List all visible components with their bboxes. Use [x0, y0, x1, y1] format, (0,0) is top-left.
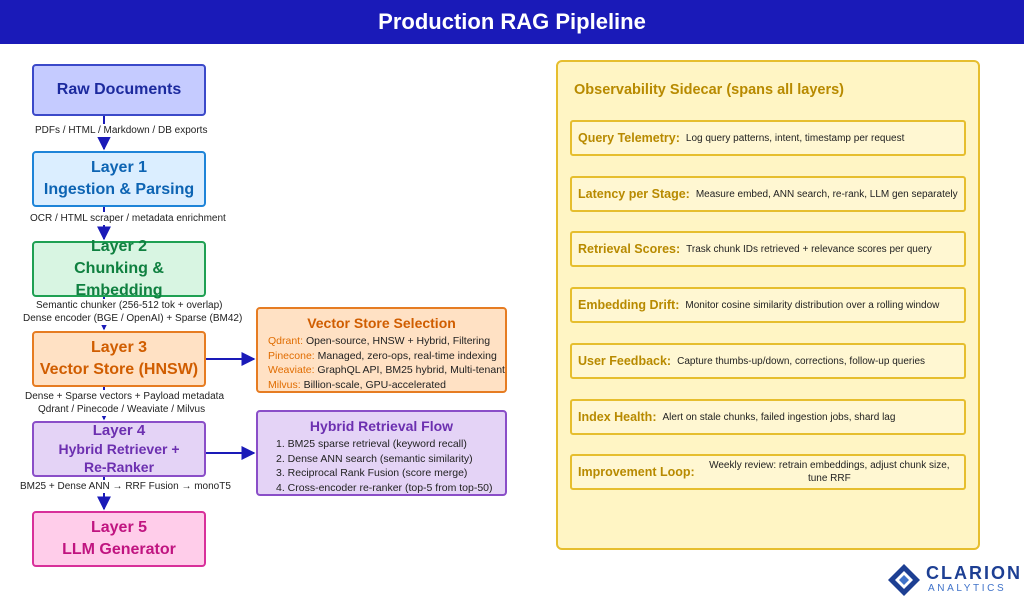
- note-raw-to-l1: PDFs / HTML / Markdown / DB exports: [35, 124, 208, 137]
- note-l4-to-l5: BM25 + Dense ANN → RRF Fusion → monoT5: [20, 480, 231, 493]
- layer-3-number: Layer 3: [90, 339, 148, 356]
- clarion-logo: CLARION ANALYTICS: [886, 562, 1022, 598]
- logo-diamond-icon: [888, 564, 920, 596]
- obs-item-index-health: Index Health:Alert on stale chunks, fail…: [570, 399, 966, 435]
- note-l3-to-l4-a: Dense + Sparse vectors + Payload metadat…: [25, 390, 225, 403]
- obs-item-latency: Latency per Stage:Measure embed, ANN sea…: [570, 176, 966, 212]
- layer-1-box: Layer 1 Ingestion & Parsing: [32, 151, 206, 207]
- layer-4-name-cont: Re-Ranker: [83, 459, 155, 475]
- vector-store-panel: Vector Store Selection Qdrant: Open-sour…: [256, 307, 507, 393]
- layer-1-name: Ingestion & Parsing: [43, 181, 195, 198]
- note-l2-to-l3-b: Dense encoder (BGE / OpenAI) + Sparse (B…: [23, 312, 243, 325]
- hybrid-step: 3. Reciprocal Rank Fusion (score merge): [276, 467, 468, 479]
- obs-item-query-telemetry: Query Telemetry:Log query patterns, inte…: [570, 120, 966, 156]
- vector-store-row: Pinecone: Managed, zero-ops, real-time i…: [268, 349, 497, 362]
- layer-2-box: Layer 2 Chunking & Embedding: [32, 238, 206, 299]
- observability-title: Observability Sidecar (spans all layers): [574, 82, 844, 98]
- hybrid-step: 1. BM25 sparse retrieval (keyword recall…: [276, 438, 467, 450]
- page-title: Production RAG Pipleline: [0, 0, 1024, 44]
- layer-4-number: Layer 4: [92, 422, 146, 439]
- note-l1-to-l2: OCR / HTML scraper / metadata enrichment: [30, 212, 226, 225]
- layer-3-box: Layer 3 Vector Store (HNSW): [32, 331, 206, 387]
- hybrid-retrieval-title: Hybrid Retrieval Flow: [309, 418, 454, 434]
- observability-panel: Observability Sidecar (spans all layers)…: [556, 60, 980, 550]
- layer-2-name: Chunking & Embedding: [74, 260, 164, 299]
- note-l3-to-l4-b: Qdrant / Pinecode / Weaviate / Milvus: [38, 403, 206, 416]
- vector-store-row: Milvus: Billion-scale, GPU-accelerated: [268, 378, 446, 391]
- layer-5-name: LLM Generator: [62, 541, 176, 558]
- note-l2-to-l3-a: Semantic chunker (256-512 tok + overlap): [36, 299, 223, 312]
- obs-item-embedding-drift: Embedding Drift:Monitor cosine similarit…: [570, 287, 966, 323]
- layer-1-number: Layer 1: [90, 159, 148, 176]
- layer-2-number: Layer 2: [90, 238, 148, 255]
- obs-item-retrieval-scores: Retrieval Scores:Trask chunk IDs retriev…: [570, 231, 966, 267]
- layer-3-name: Vector Store (HNSW): [39, 361, 199, 378]
- vector-store-title: Vector Store Selection: [307, 315, 456, 331]
- hybrid-step: 4. Cross-encoder re-ranker (top-5 from t…: [276, 481, 493, 494]
- layer-4-box: Layer 4 Hybrid Retriever + Re-Ranker: [32, 421, 206, 477]
- hybrid-retrieval-panel: Hybrid Retrieval Flow 1. BM25 sparse ret…: [256, 410, 507, 496]
- layer-4-name: Hybrid Retriever +: [58, 441, 180, 457]
- logo-name: CLARION: [926, 563, 1022, 583]
- hybrid-step: 2. Dense ANN search (semantic similarity…: [276, 452, 473, 465]
- raw-documents-box: Raw Documents: [32, 64, 206, 116]
- vector-store-row: Weaviate: GraphQL API, BM25 hybrid, Mult…: [268, 364, 505, 376]
- layer-5-box: Layer 5 LLM Generator: [32, 511, 206, 567]
- layer-5-number: Layer 5: [90, 519, 148, 536]
- raw-documents-label: Raw Documents: [56, 81, 182, 98]
- obs-item-improvement-loop: Improvement Loop:Weekly review: retrain …: [570, 454, 966, 490]
- vector-store-row: Qdrant: Open-source, HNSW + Hybrid, Filt…: [268, 335, 491, 347]
- obs-item-user-feedback: User Feedback:Capture thumbs-up/down, co…: [570, 343, 966, 379]
- logo-subtitle: ANALYTICS: [928, 583, 1007, 594]
